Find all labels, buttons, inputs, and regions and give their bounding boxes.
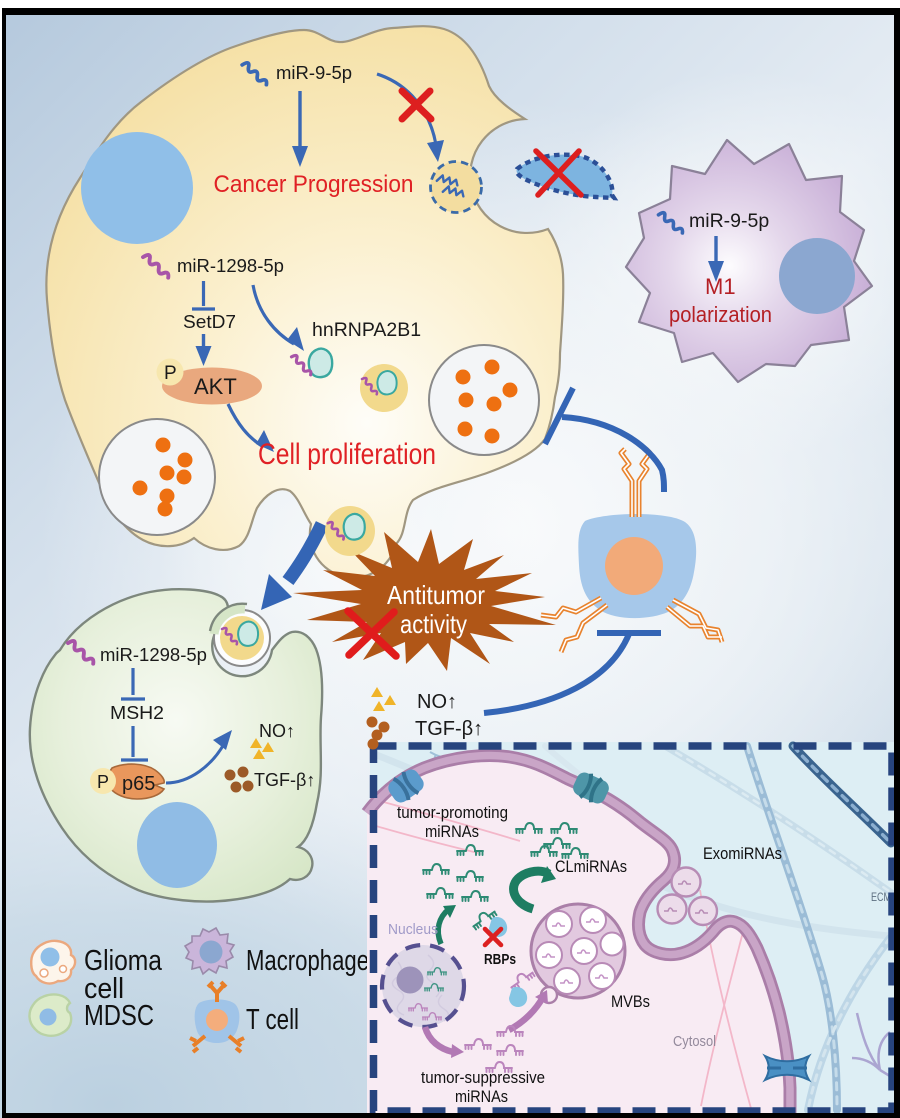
svg-text:p65: p65: [122, 773, 155, 795]
svg-text:miR-9-5p: miR-9-5p: [276, 62, 352, 83]
svg-text:CLmiRNAs: CLmiRNAs: [555, 857, 627, 876]
svg-text:MVBs: MVBs: [611, 992, 650, 1011]
svg-text:TGF-β↑: TGF-β↑: [415, 718, 483, 740]
svg-text:AKT: AKT: [194, 374, 237, 399]
svg-text:hnRNPA2B1: hnRNPA2B1: [312, 319, 421, 341]
svg-text:RBPs: RBPs: [484, 951, 516, 968]
svg-text:Macrophage: Macrophage: [246, 945, 369, 977]
svg-text:SetD7: SetD7: [183, 312, 236, 332]
svg-text:miR-1298-5p: miR-1298-5p: [100, 644, 207, 665]
svg-text:miRNAs: miRNAs: [455, 1087, 508, 1106]
svg-text:MDSC: MDSC: [84, 1000, 154, 1032]
svg-text:tumor-suppressive: tumor-suppressive: [421, 1068, 545, 1087]
svg-text:cell: cell: [84, 973, 124, 1005]
svg-text:Cancer Progression: Cancer Progression: [214, 171, 414, 198]
svg-text:T cell: T cell: [246, 1004, 299, 1036]
svg-text:MSH2: MSH2: [110, 703, 164, 723]
svg-text:Antitumor: Antitumor: [387, 580, 485, 610]
svg-text:ExomiRNAs: ExomiRNAs: [703, 844, 782, 863]
svg-text:M1: M1: [705, 274, 736, 299]
svg-text:Cell proliferation: Cell proliferation: [258, 438, 436, 471]
svg-text:Nucleus: Nucleus: [388, 921, 438, 938]
svg-text:miRNAs: miRNAs: [425, 823, 479, 841]
svg-text:TGF-β↑: TGF-β↑: [254, 770, 315, 790]
svg-text:miR-9-5p: miR-9-5p: [689, 210, 769, 232]
svg-text:NO↑: NO↑: [259, 721, 295, 741]
svg-text:P: P: [97, 772, 109, 792]
svg-text:miR-1298-5p: miR-1298-5p: [177, 255, 284, 276]
svg-text:P: P: [164, 363, 177, 384]
svg-text:tumor-promoting: tumor-promoting: [397, 804, 508, 822]
svg-text:NO↑: NO↑: [417, 691, 457, 713]
svg-text:ECM: ECM: [871, 890, 891, 904]
svg-text:Glioma: Glioma: [84, 945, 163, 977]
svg-text:polarization: polarization: [669, 302, 772, 327]
svg-text:activity: activity: [400, 609, 467, 639]
svg-text:Cytosol: Cytosol: [673, 1033, 716, 1050]
